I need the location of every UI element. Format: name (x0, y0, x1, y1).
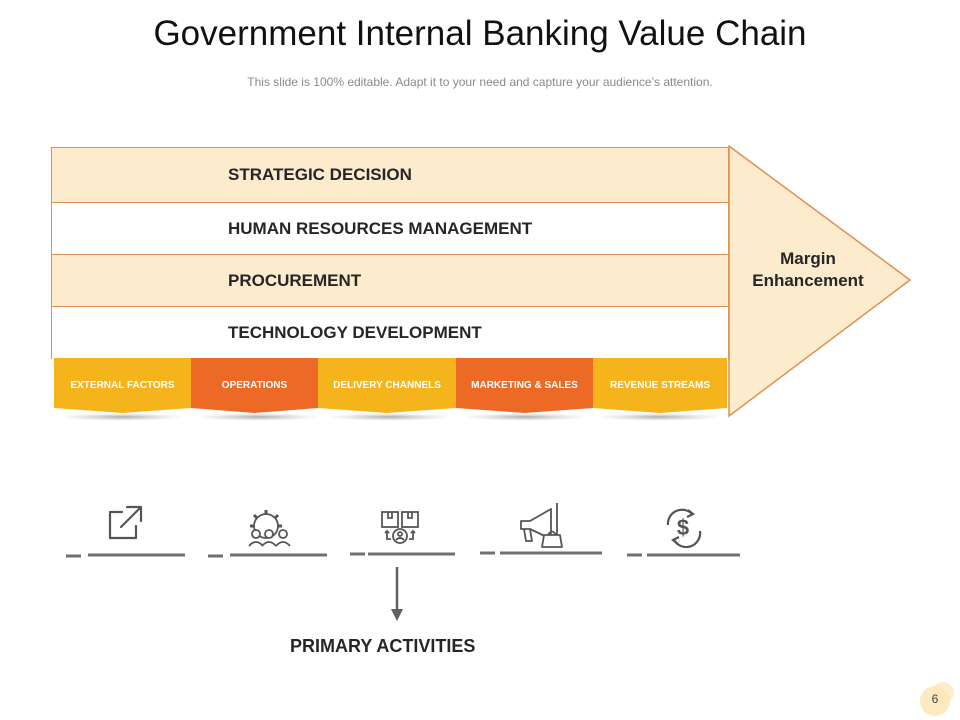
primary-tab-revenue-streams (593, 358, 727, 413)
support-activities-box: STRATEGIC DECISION HUMAN RESOURCES MANAG… (51, 147, 729, 359)
page-number: 6 (931, 692, 939, 706)
primary-tab-label: MARKETING & SALES (471, 380, 578, 391)
primary-tab-external-factors (54, 358, 191, 413)
delivery-boxes-icon (381, 511, 419, 544)
underline (66, 553, 185, 558)
external-link-icon (108, 505, 143, 540)
page-number-badge (920, 682, 954, 716)
primary-tab-operations (191, 358, 318, 413)
support-row-label: STRATEGIC DECISION (228, 165, 412, 184)
down-arrow-icon (391, 567, 403, 621)
primary-activities-label: PRIMARY ACTIVITIES (290, 636, 476, 656)
underline (208, 553, 327, 558)
margin-arrow (728, 145, 912, 418)
primary-icons-row: $ (66, 503, 740, 621)
primary-tab-delivery-channels (318, 358, 456, 413)
support-row-label: HUMAN RESOURCES MANAGEMENT (228, 218, 533, 238)
support-row-human-resources: HUMAN RESOURCES MANAGEMENT (52, 203, 728, 255)
svg-text:$: $ (677, 515, 689, 540)
support-row-label: PROCUREMENT (228, 270, 362, 290)
support-row-strategic-decision: STRATEGIC DECISION (52, 148, 728, 203)
support-row-label: TECHNOLOGY DEVELOPMENT (228, 323, 482, 342)
megaphone-bag-icon (520, 503, 563, 548)
primary-tab-label: DELIVERY CHANNELS (333, 380, 441, 391)
page-title: Government Internal Banking Value Chain (153, 14, 807, 53)
primary-tab-label: EXTERNAL FACTORS (70, 380, 175, 391)
gear-team-icon (248, 510, 291, 547)
support-row-technology-development: TECHNOLOGY DEVELOPMENT (52, 307, 728, 359)
primary-tab-label: REVENUE STREAMS (609, 380, 710, 391)
primary-tab-marketing-sales (456, 358, 593, 413)
dollar-cycle-icon: $ (666, 508, 702, 549)
page-subtitle: This slide is 100% editable. Adapt it to… (247, 75, 713, 89)
margin-enhancement-label: Margin Enhancement (752, 249, 864, 290)
support-row-procurement: PROCUREMENT (52, 255, 728, 307)
primary-activities-bar (54, 358, 727, 421)
primary-tab-label: OPERATIONS (221, 380, 288, 391)
